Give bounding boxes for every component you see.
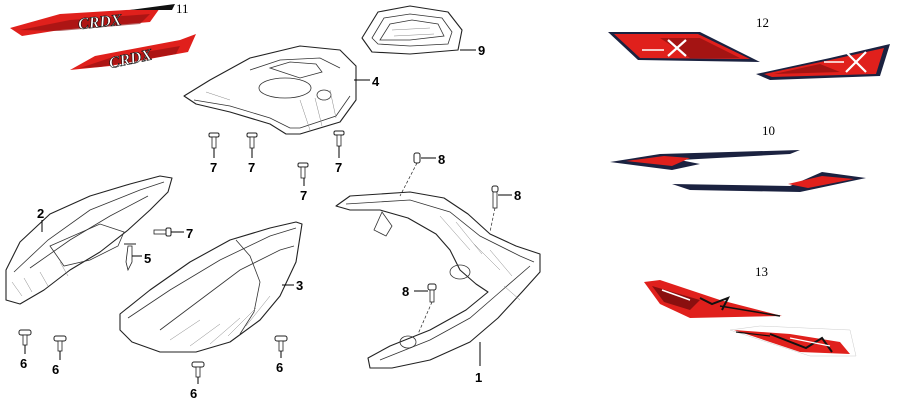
callout-6a: 6 — [20, 356, 27, 371]
decal-11-upper: CRDX — [10, 4, 175, 36]
screw-6d — [274, 335, 288, 352]
decal-13-stickers — [644, 280, 857, 357]
screw-7d — [297, 162, 309, 179]
decal-13-lower — [729, 325, 857, 357]
decal-12-stickers — [608, 32, 890, 80]
callout-7a: 7 — [210, 160, 217, 175]
callout-3: 3 — [296, 278, 303, 293]
part-1-rear-grab-rail — [335, 191, 541, 369]
callout-11: 11 — [176, 1, 189, 16]
screw-8b — [489, 185, 499, 233]
decal-12-left — [608, 32, 760, 62]
decal-11-crdx-stickers: CRDX CRDX — [10, 4, 196, 73]
decal-12-right — [756, 44, 890, 80]
callout-7c: 7 — [335, 160, 342, 175]
callout-1: 1 — [475, 370, 482, 385]
screw-7c — [333, 130, 345, 147]
callout-13: 13 — [755, 264, 768, 279]
part-2-left-side-cover — [5, 175, 173, 305]
callout-12: 12 — [756, 15, 769, 30]
decal-10-stripes — [610, 150, 866, 192]
callout-4: 4 — [372, 74, 380, 89]
callout-7e: 7 — [186, 226, 193, 241]
part-4-rear-top-cover — [183, 45, 357, 135]
decal-11-lower: CRDX — [70, 34, 196, 73]
screw-7b — [246, 132, 258, 149]
part-3-right-side-cover — [119, 221, 303, 353]
decal-13-upper — [644, 280, 782, 318]
callout-8b: 8 — [514, 188, 521, 203]
part-9-tail-light-bezel — [361, 5, 463, 55]
part-5-clip — [124, 243, 136, 272]
callout-9: 9 — [478, 43, 485, 58]
callout-2: 2 — [37, 206, 44, 221]
callout-8a: 8 — [438, 152, 445, 167]
callout-7b: 7 — [248, 160, 255, 175]
callout-6d: 6 — [276, 360, 283, 375]
callout-7d: 7 — [300, 188, 307, 203]
screw-8a — [399, 152, 421, 197]
screw-6b — [53, 335, 67, 352]
screw-6c — [191, 361, 205, 378]
decal-11-upper-logo: CRDX — [77, 12, 122, 33]
callout-6b: 6 — [52, 362, 59, 377]
callout-8c: 8 — [402, 284, 409, 299]
callout-10: 10 — [762, 123, 775, 138]
screw-7e — [153, 227, 172, 237]
screw-7a — [208, 132, 220, 149]
callout-5: 5 — [144, 251, 151, 266]
decal-11-lower-logo: CRDX — [107, 47, 153, 73]
screw-6a — [18, 329, 32, 346]
callout-6c: 6 — [190, 386, 197, 401]
screw-8c — [417, 283, 437, 335]
